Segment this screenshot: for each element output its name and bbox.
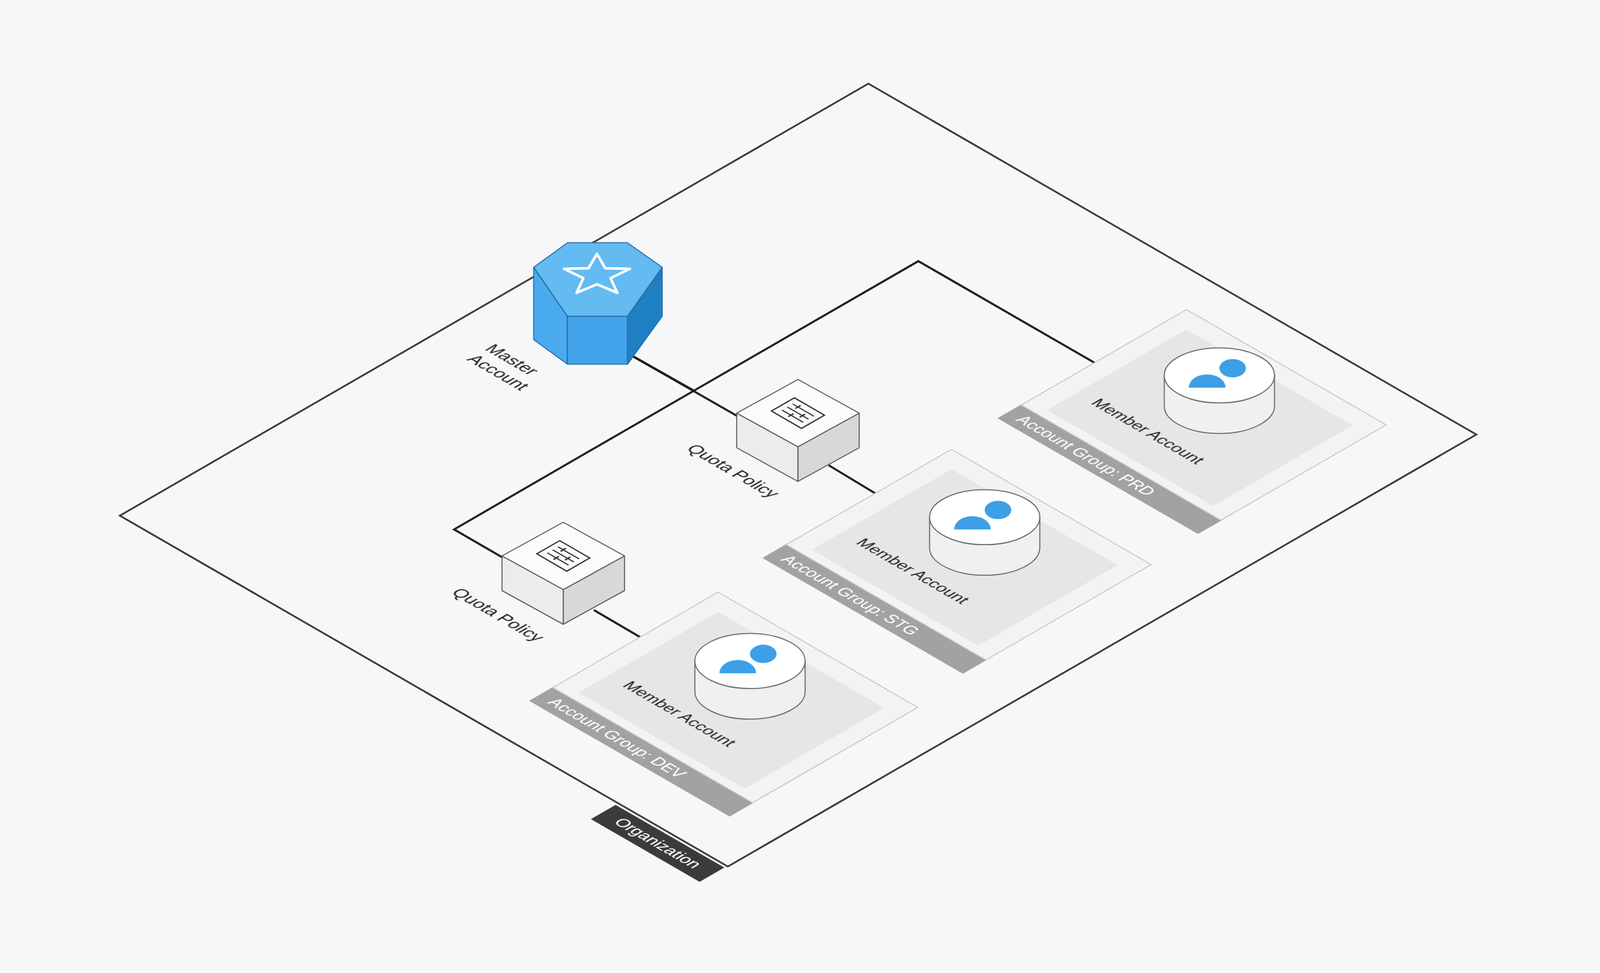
- connector-line: [828, 465, 878, 495]
- member-account: Member Account: [578, 612, 885, 789]
- member-account: Member Account: [1046, 329, 1353, 506]
- star-icon: [564, 254, 630, 293]
- account-group: Account Group: STGMember Account: [762, 448, 1152, 674]
- prism-top: [534, 242, 663, 316]
- icon-knob: [560, 548, 566, 552]
- policy-box-group: [736, 379, 860, 482]
- icon-knob: [800, 414, 806, 418]
- prism-face: [567, 316, 628, 364]
- user-body: [719, 660, 756, 674]
- icon-knob: [553, 556, 559, 560]
- quota-policy: Quota Policy: [677, 442, 805, 516]
- user-body: [1188, 374, 1226, 388]
- icon-slider: [547, 553, 569, 566]
- icon-frame: [771, 398, 825, 429]
- connector-line: [454, 355, 694, 594]
- user-body: [954, 516, 991, 530]
- icon-knob: [795, 405, 801, 409]
- account-cylinder-group: [1164, 348, 1274, 434]
- box-top: [502, 522, 625, 590]
- account-group: Account Group: DEVMember Account: [529, 592, 920, 818]
- icon-frame: [536, 540, 590, 572]
- user-head: [984, 501, 1012, 520]
- icon-slider: [787, 407, 809, 420]
- master-account: Master Account: [458, 342, 586, 416]
- icon-knob: [565, 557, 571, 561]
- account-cylinder: [951, 469, 953, 471]
- account-cylinder-group: [694, 634, 805, 720]
- user-head: [1219, 359, 1246, 378]
- tab-label: Organization: [590, 805, 724, 882]
- account-cylinder: [1186, 329, 1188, 331]
- policy-box-group: [502, 522, 625, 625]
- account-group: Account Group: PRDMember Account: [997, 309, 1388, 535]
- account-cylinder-group: [929, 490, 1040, 576]
- icon-slider: [782, 410, 804, 422]
- cylinder-top: [694, 634, 805, 690]
- icon-slider: [552, 550, 574, 562]
- connector-line: [594, 610, 641, 638]
- slider-icon: [771, 398, 825, 429]
- quota-policy: Quota Policy: [442, 586, 570, 660]
- master-prism-group: [534, 242, 663, 364]
- box-top: [736, 379, 860, 447]
- connector-line: [630, 261, 1097, 391]
- node-label: Master Account: [462, 342, 552, 394]
- cylinder-top: [1164, 348, 1274, 404]
- user-head: [750, 644, 777, 664]
- member-account: Member Account: [812, 469, 1118, 646]
- organization-plane: OrganizationMaster AccountAccount Group:…: [121, 84, 1474, 866]
- account-cylinder: [718, 612, 720, 614]
- slider-icon: [536, 540, 590, 572]
- icon-knob: [788, 414, 794, 418]
- cylinder-top: [929, 490, 1040, 546]
